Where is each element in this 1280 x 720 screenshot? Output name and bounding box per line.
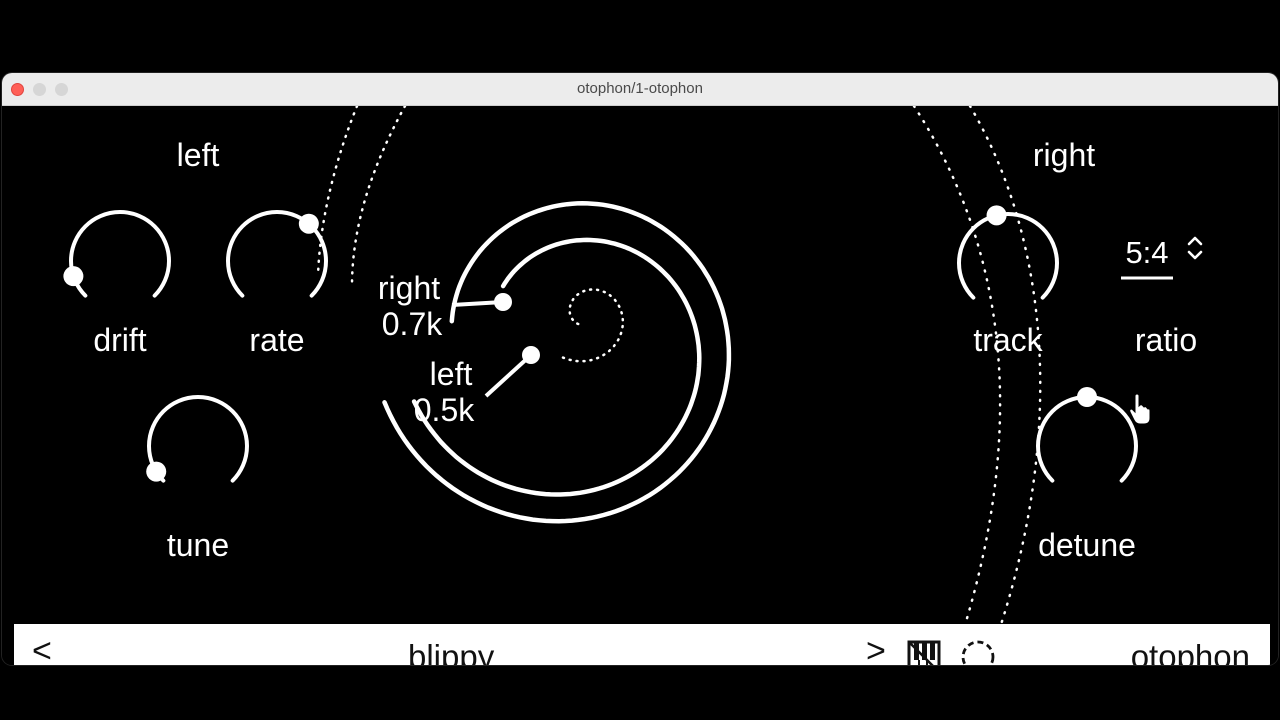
ratio-value: 5:4 bbox=[1125, 235, 1168, 270]
rate-knob-handle[interactable] bbox=[298, 213, 319, 234]
right-marker-value: 0.7k bbox=[382, 306, 443, 342]
tune-label: tune bbox=[167, 527, 229, 563]
track-knob[interactable] bbox=[957, 205, 1059, 300]
up-down-icon bbox=[1187, 236, 1203, 260]
decor-dotted-arc-left-inner bbox=[350, 106, 407, 288]
rate-knob[interactable] bbox=[226, 210, 328, 298]
detune-knob-arc bbox=[1036, 395, 1138, 483]
left-section-title: left bbox=[177, 137, 220, 173]
right-frequency-handle[interactable] bbox=[494, 293, 512, 311]
rate-knob-arc bbox=[226, 210, 328, 298]
right-marker-label: right bbox=[378, 270, 440, 306]
plugin-canvas: right 0.7k left 0.5k left right drift ra… bbox=[63, 106, 1203, 665]
ratio-selector[interactable]: 5:4 bbox=[1121, 235, 1203, 280]
preset-name[interactable]: blippy bbox=[408, 638, 495, 665]
tune-knob-handle[interactable] bbox=[146, 461, 167, 482]
decor-dotted-arc-right bbox=[912, 106, 1002, 665]
spiral-dotted-core bbox=[561, 288, 625, 363]
maximize-window-button[interactable] bbox=[55, 83, 68, 96]
plugin-panel: right 0.7k left 0.5k left right drift ra… bbox=[2, 106, 1278, 665]
next-preset-button[interactable]: > bbox=[866, 632, 886, 665]
track-knob-arc bbox=[957, 212, 1059, 300]
track-label: track bbox=[973, 322, 1043, 358]
piano-icon[interactable] bbox=[907, 640, 941, 665]
left-marker-leader bbox=[484, 353, 533, 398]
decor-dotted-arc-right-outer bbox=[968, 106, 1042, 665]
ring-icon[interactable] bbox=[958, 640, 998, 665]
drift-knob[interactable] bbox=[63, 210, 171, 298]
left-marker-value: 0.5k bbox=[414, 392, 475, 428]
left-frequency-handle[interactable] bbox=[522, 346, 540, 364]
close-window-button[interactable] bbox=[11, 83, 24, 96]
left-marker-label: left bbox=[430, 356, 473, 392]
drift-knob-arc bbox=[69, 210, 171, 298]
right-section-title: right bbox=[1033, 137, 1095, 173]
detune-label: detune bbox=[1038, 527, 1136, 563]
drift-knob-handle[interactable] bbox=[63, 266, 84, 287]
frequency-spiral[interactable] bbox=[382, 201, 732, 524]
hand-cursor-icon bbox=[1129, 393, 1151, 425]
detune-knob[interactable] bbox=[1036, 387, 1138, 483]
brand-label: otophon bbox=[1130, 638, 1250, 665]
ratio-label: ratio bbox=[1135, 322, 1197, 358]
window-title: otophon/1-otophon bbox=[577, 80, 703, 97]
spiral-outer-arc bbox=[382, 201, 732, 524]
rate-label: rate bbox=[249, 322, 304, 358]
tune-knob[interactable] bbox=[146, 395, 249, 483]
drift-label: drift bbox=[93, 322, 146, 358]
track-knob-handle[interactable] bbox=[986, 205, 1007, 226]
title-bar: otophon/1-otophon bbox=[2, 73, 1278, 106]
tune-knob-arc bbox=[147, 395, 249, 483]
spiral-inner-arc bbox=[411, 237, 702, 497]
previous-preset-button[interactable]: < bbox=[32, 632, 52, 665]
app-window: otophon/1-otophon right 0.7k left 0.5k bbox=[2, 73, 1278, 665]
minimize-window-button[interactable] bbox=[33, 83, 46, 96]
detune-knob-handle[interactable] bbox=[1077, 387, 1097, 407]
bottom-bar: < blippy > otophon bbox=[14, 624, 1270, 665]
decor-dotted-arc-left bbox=[316, 106, 359, 278]
